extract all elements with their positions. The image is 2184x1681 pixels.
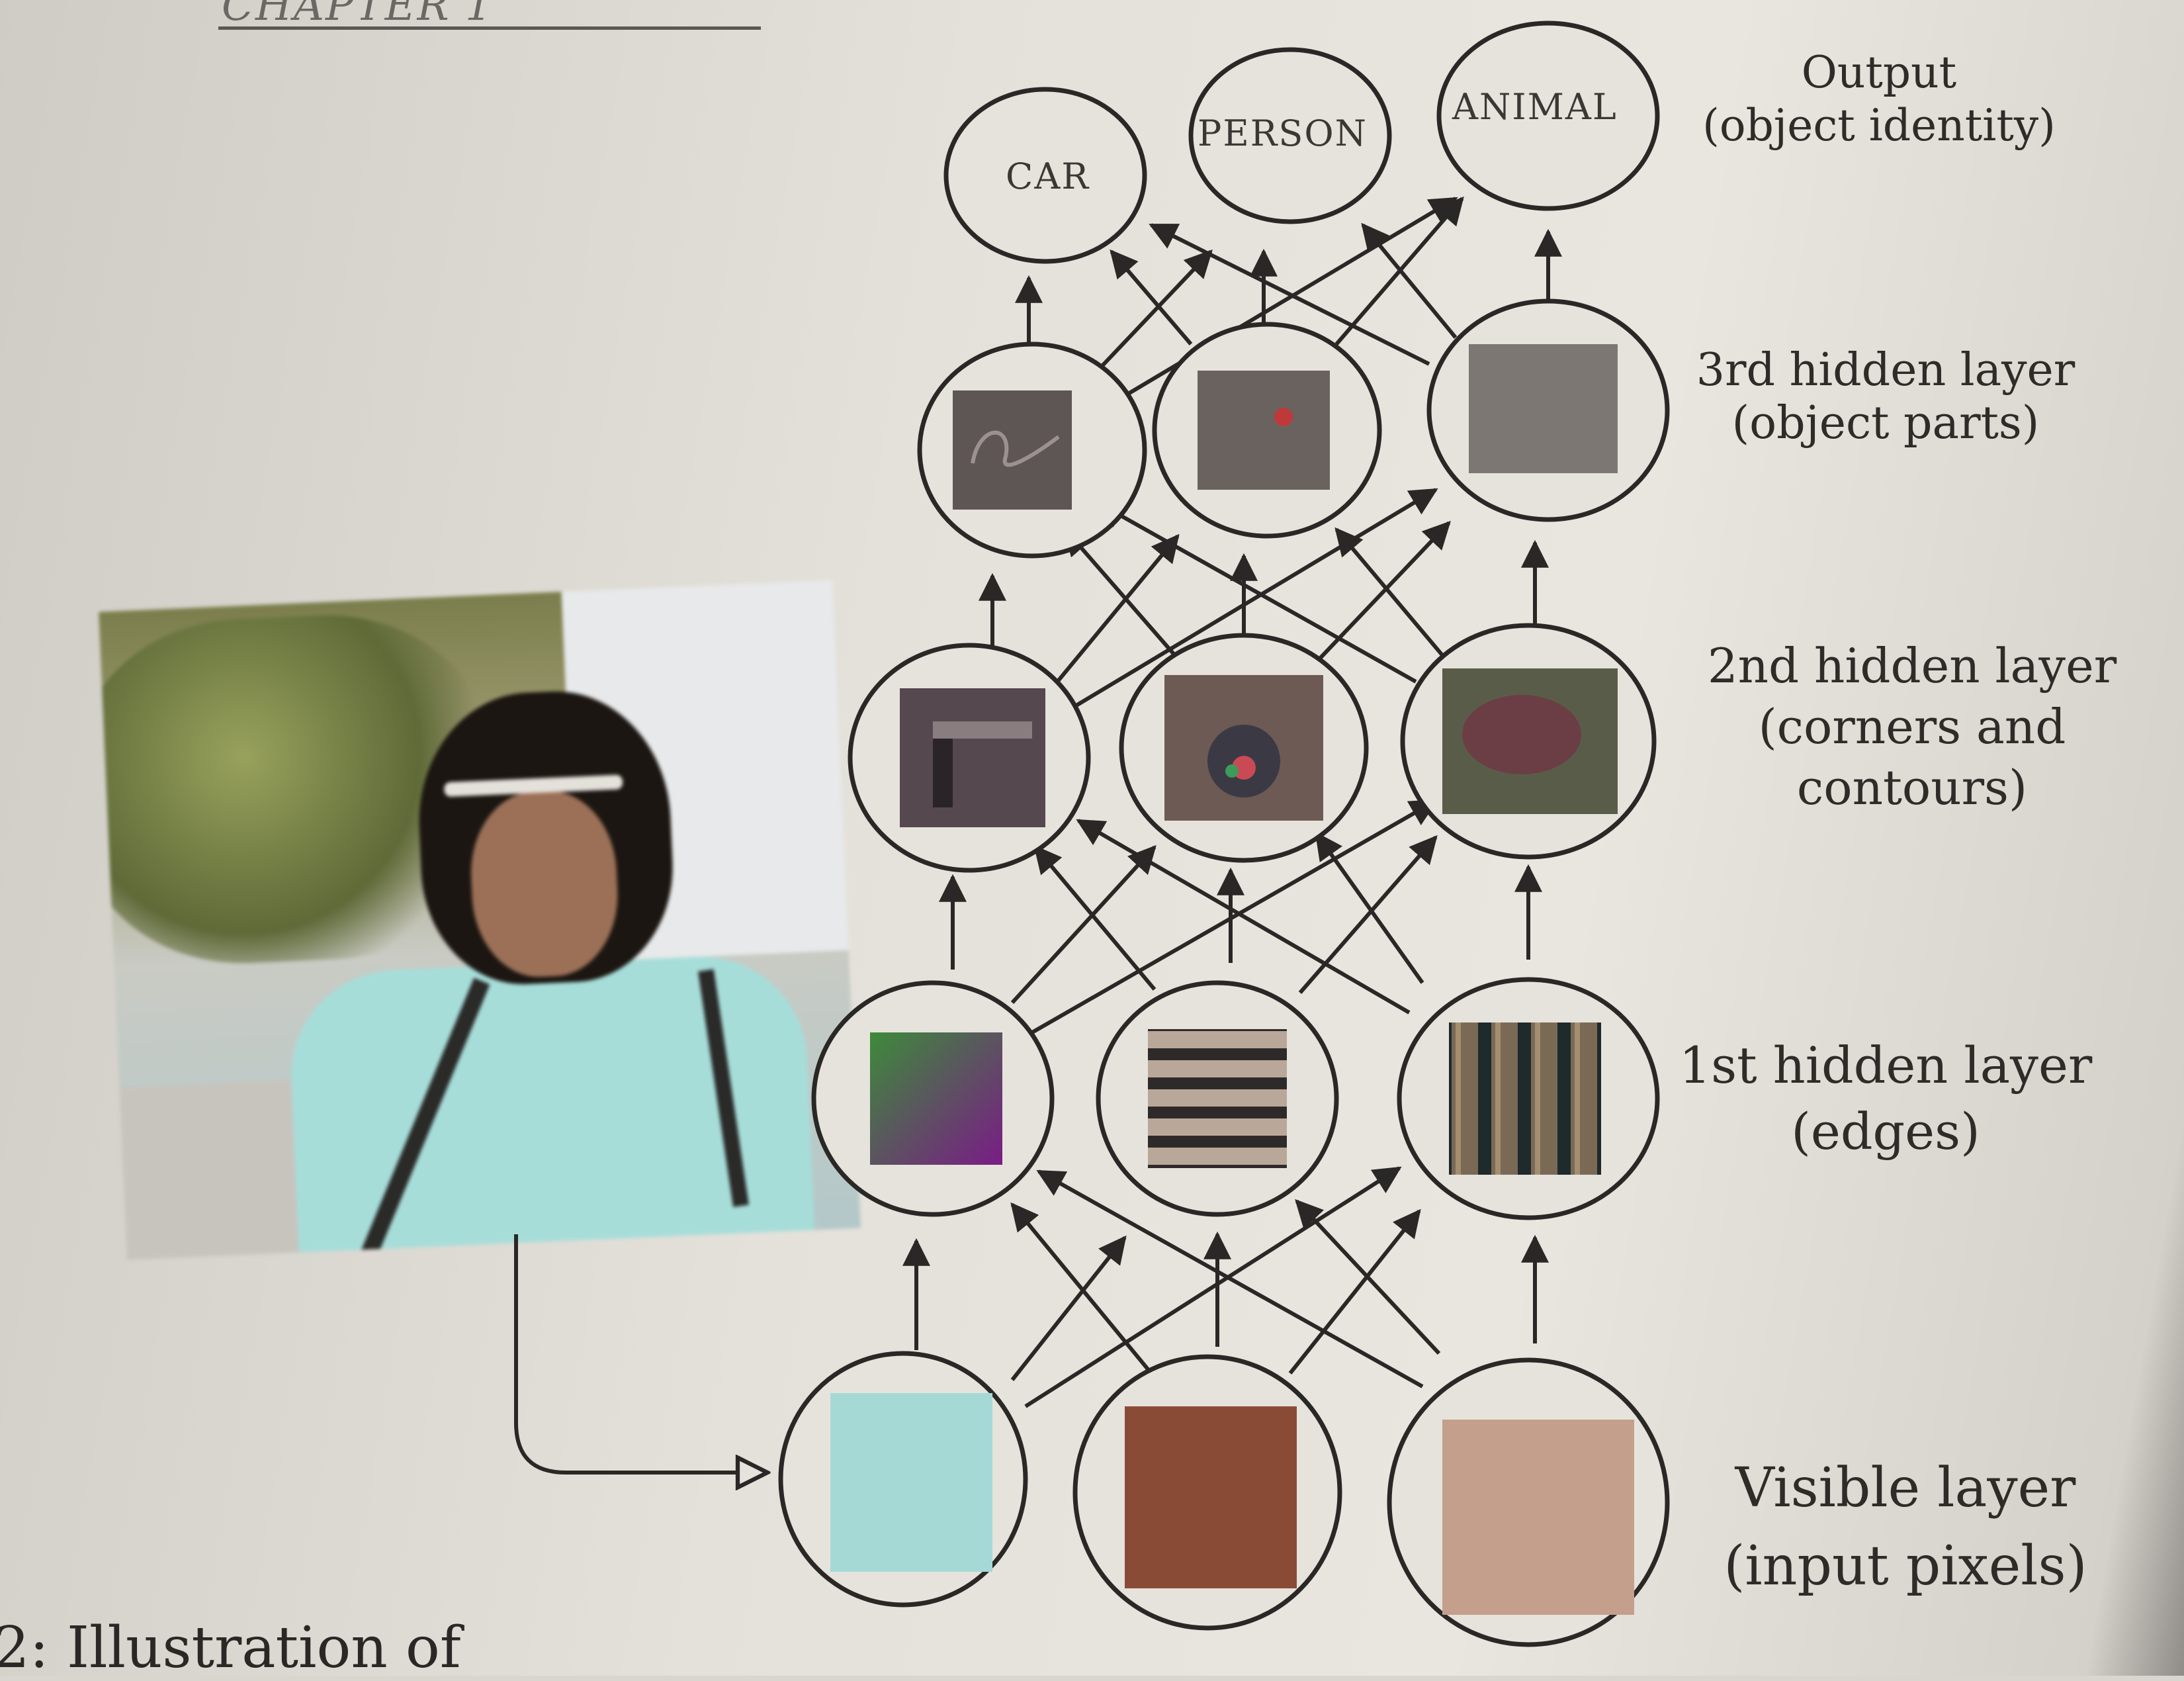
- hidden1-feature-1: [870, 1032, 1002, 1165]
- header-rule: [218, 26, 761, 30]
- hidden3-feature-2: [1198, 371, 1330, 490]
- output-node-person-label: PERSON: [1198, 113, 1368, 154]
- input-arrow: [514, 1234, 767, 1473]
- output-node-animal: [1436, 21, 1660, 211]
- output-node-car: [943, 87, 1147, 264]
- chapter-header: CHAPTER 1: [222, 0, 494, 30]
- output-node-person: [1188, 47, 1392, 224]
- figure-caption: 2: Illustration of: [0, 1615, 461, 1681]
- hidden3-feature-3: [1469, 344, 1618, 473]
- visible-pixel-2: [1125, 1406, 1297, 1588]
- hidden2-feature-1: [900, 688, 1045, 827]
- label-visible: Visible layer (input pixels): [1724, 1457, 2087, 1598]
- output-node-animal-label: ANIMAL: [1452, 86, 1618, 128]
- visible-pixel-1: [830, 1393, 992, 1572]
- hidden3-feature-1: [953, 390, 1072, 510]
- hidden1-feature-2: [1148, 1029, 1287, 1168]
- hidden1-feature-3: [1449, 1022, 1601, 1175]
- label-hidden2: 2nd hidden layer (corners and contours): [1707, 638, 2117, 815]
- visible-pixel-3: [1442, 1420, 1634, 1615]
- label-hidden3: 3rd hidden layer (object parts): [1696, 344, 2075, 449]
- output-node-car-label: CAR: [1006, 156, 1090, 197]
- label-output: Output (object identity): [1702, 47, 2056, 151]
- label-hidden1: 1st hidden layer (edges): [1679, 1036, 2093, 1161]
